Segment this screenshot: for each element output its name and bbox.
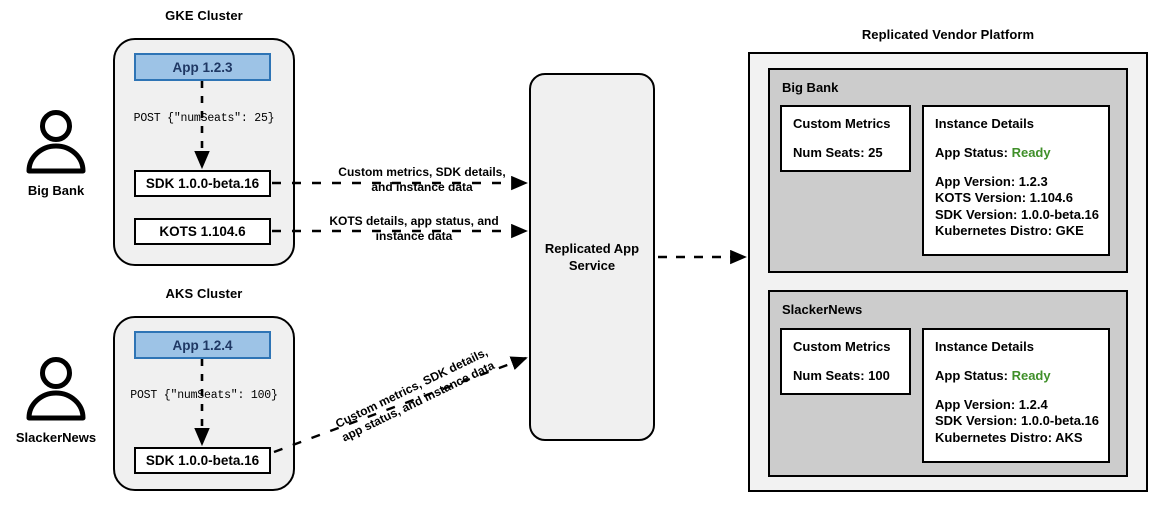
aks-sdk-node: SDK 1.0.0-beta.16 [134,447,271,474]
gke-sdk-label: SDK 1.0.0-beta.16 [145,176,260,191]
aks-post-call: POST {"numSeats": 100} [130,389,278,402]
persona-big-bank: Big Bank [18,108,94,198]
person-icon [26,110,86,174]
persona-label: Big Bank [27,183,85,198]
sdk-version-line: SDK Version: 1.0.0-beta.16 [935,413,1100,428]
status-badge: Ready [1011,145,1051,160]
gke-kots-node: KOTS 1.104.6 [134,218,271,245]
app-version-line: App Version: 1.2.3 [935,173,1048,189]
card-title: Custom Metrics [793,116,891,131]
app-status-label: App Status: [935,368,1008,383]
edge-label-aks-to-service-text: Custom metrics, SDK details, app status,… [333,344,497,445]
gke-post-call: POST {"numSeats": 25} [133,112,275,125]
app-status-row: App Status: Ready [935,145,1097,162]
gke-app-node: App 1.2.3 [134,53,271,81]
tenant-big-bank-custom-metrics-card: Custom Metrics Num Seats: 25 [780,105,911,172]
aks-app-label: App 1.2.4 [172,337,233,353]
card-title: Instance Details [935,339,1034,354]
gke-cluster-title: GKE Cluster [165,8,243,23]
edge-label-sdk-to-service: Custom metrics, SDK details, and instanc… [338,165,506,194]
kubernetes-distro-line: Kubernetes Distro: AKS [935,429,1083,445]
kubernetes-distro-line: Kubernetes Distro: GKE [935,223,1084,238]
card-title: Instance Details [935,116,1034,131]
kots-version-line: KOTS Version: 1.104.6 [935,190,1074,205]
aks-sdk-label: SDK 1.0.0-beta.16 [145,453,260,468]
gke-kots-label: KOTS 1.104.6 [159,224,246,239]
card-title: Custom Metrics [793,339,891,354]
app-status-label: App Status: [935,145,1008,160]
num-seats-value: Num Seats: 100 [793,368,890,383]
edge-label-kots-to-service: KOTS details, app status, and instance d… [329,214,499,243]
replicated-app-service-label: Replicated App Service [544,241,640,273]
persona-slackernews: SlackerNews [8,355,104,445]
tenant-slackernews-custom-metrics-card: Custom Metrics Num Seats: 100 [780,328,911,395]
app-version-line: App Version: 1.2.4 [935,396,1048,412]
replicated-app-service-box: Replicated App Service [529,73,655,441]
tenant-slackernews-instance-details-card: Instance Details App Status: Ready App V… [922,328,1110,463]
person-icon [26,357,86,421]
tenant-name: SlackerNews [782,302,863,317]
sdk-version-line: SDK Version: 1.0.0-beta.16 [935,206,1100,222]
app-status-row: App Status: Ready [935,368,1097,385]
aks-cluster-title: AKS Cluster [165,286,243,301]
persona-label: SlackerNews [15,430,97,445]
gke-app-label: App 1.2.3 [172,59,233,75]
gke-sdk-node: SDK 1.0.0-beta.16 [134,170,271,197]
tenant-name: Big Bank [782,80,839,95]
platform-title: Replicated Vendor Platform [861,27,1035,42]
status-badge: Ready [1011,368,1051,383]
num-seats-value: Num Seats: 25 [793,145,883,160]
card-spacer [935,385,1097,397]
tenant-big-bank-instance-details-card: Instance Details App Status: Ready App V… [922,105,1110,256]
edge-label-aks-to-service: Custom metrics, SDK details, app status,… [323,340,507,450]
aks-app-node: App 1.2.4 [134,331,271,359]
card-spacer [935,162,1097,174]
